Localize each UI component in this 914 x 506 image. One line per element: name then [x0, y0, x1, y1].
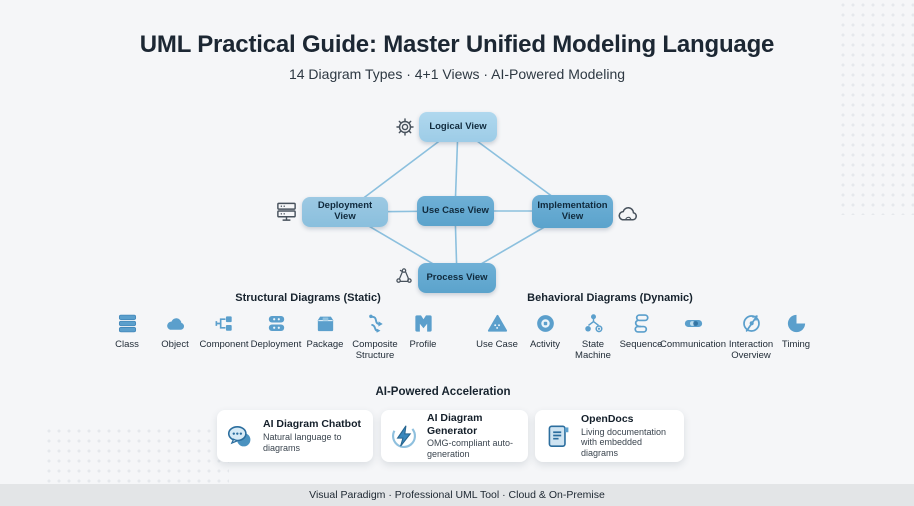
- diagram-type-interaction-overview: Interaction Overview: [720, 312, 782, 362]
- component-icon: [213, 312, 236, 336]
- profile-icon: [412, 312, 435, 336]
- ai-card-title: OpenDocs: [581, 413, 634, 425]
- ai-card-opendocs: OpenDocs Living documentation with embed…: [535, 410, 684, 462]
- header: UML Practical Guide: Master Unified Mode…: [0, 0, 914, 82]
- diagram-type-communication: Communication: [652, 312, 734, 351]
- view-node-logical: Logical View: [419, 112, 497, 142]
- diagram-type-label: Deployment: [250, 339, 302, 350]
- diagram-type-profile: Profile: [394, 312, 452, 351]
- diagram-type-use-case: Use Case: [466, 312, 528, 351]
- diagram-type-composite-structure: Composite Structure: [347, 312, 403, 362]
- object-icon: [164, 312, 187, 336]
- ai-card-ai-diagram-chatbot: AI Diagram Chatbot Natural language to d…: [217, 410, 373, 462]
- diagram-type-label: Composite Structure: [352, 339, 398, 361]
- ai-card-title: AI Diagram Chatbot: [263, 418, 362, 431]
- interaction-overview-icon: [740, 312, 763, 336]
- view-node-deployment: Deployment View: [302, 197, 388, 227]
- communication-icon: [682, 312, 705, 336]
- footer-text: Visual Paradigm · Professional UML Tool …: [309, 489, 605, 501]
- page-title: UML Practical Guide: Master Unified Mode…: [139, 31, 775, 58]
- composite-structure-icon: [364, 312, 387, 336]
- view-node-process: Process View: [418, 263, 496, 293]
- halftone-pattern-bottom-left: [44, 426, 229, 484]
- diagram-type-label: Package: [306, 339, 344, 350]
- diagram-type-activity: Activity: [516, 312, 574, 351]
- diagram-type-sequence: Sequence: [612, 312, 670, 351]
- diagram-type-component: Component: [190, 312, 258, 351]
- document-icon: [543, 421, 575, 451]
- ai-section-heading: AI-Powered Acceleration: [375, 386, 511, 398]
- bolt-icon: [389, 421, 421, 451]
- diagram-type-timing: Timing: [767, 312, 825, 351]
- diagram-type-label: Sequence: [619, 339, 663, 350]
- diagram-type-state-machine: State Machine: [568, 312, 618, 362]
- diagram-type-class: Class: [98, 312, 156, 351]
- ai-card-desc: Natural language to diagrams: [263, 432, 342, 453]
- ai-card-ai-diagram-generator: AI Diagram Generator OMG-compliant auto-…: [381, 410, 528, 462]
- gear-icon: [395, 117, 415, 137]
- diagram-type-label: Activity: [529, 339, 561, 350]
- diagram-type-deployment: Deployment: [243, 312, 309, 351]
- chat-icon: [225, 421, 257, 451]
- diagram-type-label: Component: [199, 339, 249, 350]
- diagram-type-label: Interaction Overview: [728, 339, 774, 361]
- server-icon: [275, 200, 298, 223]
- package-icon: [314, 312, 337, 336]
- diagram-type-label: Timing: [781, 339, 811, 350]
- diagram-type-object: Object: [146, 312, 204, 351]
- diagram-type-label: Communication: [660, 339, 726, 350]
- diagram-type-label: Profile: [409, 339, 437, 350]
- class-icon: [116, 312, 139, 336]
- halftone-pattern-top-right: [838, 0, 914, 215]
- ai-card-title: AI Diagram Generator: [427, 412, 483, 437]
- view-node-implementation: Implementation View: [532, 195, 613, 228]
- sequence-icon: [630, 312, 653, 336]
- diagram-type-label: Use Case: [476, 339, 518, 350]
- diagram-type-package: Package: [296, 312, 354, 351]
- use-case-icon: [486, 312, 509, 336]
- timing-icon: [785, 312, 808, 336]
- process-cycle-icon: [394, 266, 414, 286]
- cloud-icon: [616, 202, 639, 225]
- page-subtitle: 14 Diagram Types · 4+1 Views · AI-Powere…: [288, 66, 626, 82]
- structural-section-heading: Structural Diagrams (Static): [235, 292, 381, 304]
- behavioral-section-heading: Behavioral Diagrams (Dynamic): [527, 292, 693, 304]
- footer-bar: Visual Paradigm · Professional UML Tool …: [0, 484, 914, 506]
- ai-card-desc: OMG-compliant auto-generation: [427, 438, 514, 460]
- deployment-icon: [265, 312, 288, 336]
- ai-card-desc: Living documentation with embedded diagr…: [581, 426, 667, 459]
- state-machine-icon: [582, 312, 605, 336]
- activity-icon: [534, 312, 557, 336]
- diagram-type-label: Object: [161, 339, 189, 350]
- diagram-type-label: State Machine: [575, 339, 611, 361]
- view-node-use-case: Use Case View: [417, 196, 494, 226]
- diagram-type-label: Class: [115, 339, 139, 350]
